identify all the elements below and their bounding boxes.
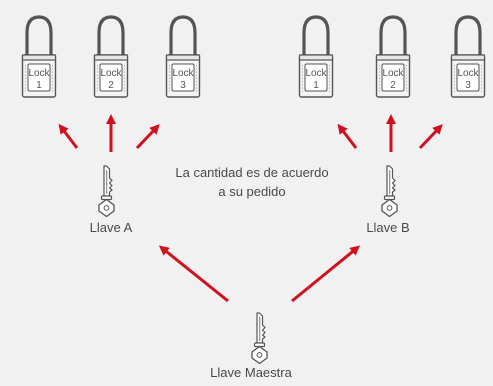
master-key-icon (251, 312, 268, 365)
key-b-icon (381, 165, 398, 218)
arrow-icon (58, 123, 79, 149)
lock-number: 3 (465, 80, 471, 91)
master-key-label: Llave Maestra (210, 365, 292, 380)
lock-label: Lock (382, 68, 404, 79)
key-a-label: Llave A (89, 220, 133, 235)
quantity-note-line-2: a su pedido (218, 184, 286, 199)
lock-label: Lock (305, 68, 327, 79)
lock-number: 2 (390, 80, 396, 91)
lock-label: Lock (172, 68, 194, 79)
master-arrow-icon (158, 245, 229, 303)
quantity-note-line-1: La cantidad es de acuerdo (175, 165, 329, 180)
arrow-icon (337, 123, 358, 149)
lock-number: 2 (108, 80, 114, 91)
lock-label: Lock (100, 68, 122, 79)
quantity-note: La cantidad es de acuerdo a su pedido (137, 163, 367, 201)
arrow-icon (418, 124, 443, 150)
lock-number: 1 (313, 80, 319, 91)
lock-label: Lock (457, 68, 479, 79)
lock-number: 1 (36, 80, 42, 91)
master-arrow-icon (291, 245, 361, 303)
key-a-icon (98, 165, 115, 218)
arrow-icon (135, 124, 160, 150)
key-b-label: Llave B (366, 220, 410, 235)
lock-label: Lock (28, 68, 50, 79)
arrows-layer (58, 114, 443, 303)
lock-number: 3 (180, 80, 186, 91)
